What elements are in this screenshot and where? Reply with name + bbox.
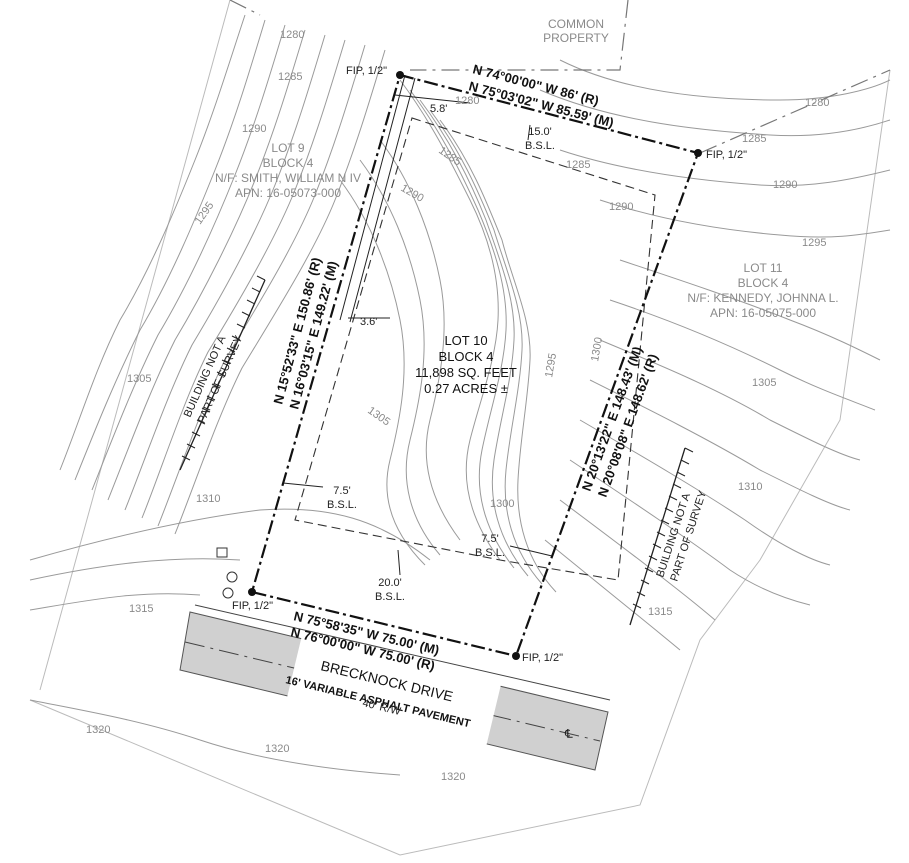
lot9-name: LOT 9 bbox=[271, 141, 304, 155]
contour-label-1285-d: 1285 bbox=[742, 133, 766, 145]
contour-label-1295-c: 1295 bbox=[802, 237, 826, 249]
setback-north-label: B.S.L. bbox=[525, 140, 555, 152]
telephone-pole-icon bbox=[222, 587, 234, 599]
contour-label-1320-a: 1320 bbox=[86, 724, 110, 736]
contour-label-1290-c: 1290 bbox=[609, 201, 633, 213]
neighbor-line-east bbox=[699, 69, 891, 154]
building-west bbox=[179, 275, 266, 471]
contour-label-1315-b: 1315 bbox=[648, 606, 672, 618]
lot10-area-acres: 0.27 ACRES ± bbox=[424, 381, 508, 396]
lot11-block: BLOCK 4 bbox=[738, 276, 789, 290]
contour-label-1280-c: 1280 bbox=[455, 95, 479, 107]
neighbor-line-common bbox=[410, 0, 629, 71]
lot9-block: BLOCK 4 bbox=[263, 156, 314, 170]
contour-label-1290-b: 1290 bbox=[399, 182, 426, 205]
neighbor-line-top bbox=[229, 0, 261, 16]
setback-west-label: B.S.L. bbox=[327, 499, 357, 511]
contours-east bbox=[539, 59, 891, 651]
centerline-icon: ℄ bbox=[564, 727, 573, 741]
pin-sw-label: FIP, 1/2" bbox=[232, 600, 273, 612]
contour-label-1285-a: 1285 bbox=[278, 71, 302, 83]
building-east bbox=[629, 447, 694, 626]
contour-label-1280-b: 1280 bbox=[805, 97, 829, 109]
contour-label-1305-b: 1305 bbox=[365, 405, 392, 429]
lot-boundary bbox=[250, 73, 700, 658]
contours-west bbox=[29, 14, 431, 776]
lot10-name: LOT 10 bbox=[444, 333, 487, 348]
contour-label-1320-c: 1320 bbox=[441, 771, 465, 783]
contour-label-1310-a: 1310 bbox=[196, 493, 220, 505]
lot11-name: LOT 11 bbox=[744, 261, 783, 275]
contour-label-1285-c: 1285 bbox=[566, 159, 590, 171]
pin-nw-label: FIP, 1/2" bbox=[346, 65, 387, 77]
contour-label-1310-b: 1310 bbox=[738, 481, 762, 493]
offset-mid-label: 3.6' bbox=[360, 316, 377, 328]
lot9-owner: N/F: SMITH, WILLIAM N IV bbox=[215, 171, 361, 185]
pin-se-label: FIP, 1/2" bbox=[522, 652, 563, 664]
contours-central bbox=[339, 79, 557, 593]
contour-label-1280-a: 1280 bbox=[280, 29, 304, 41]
offset-top-label: 5.8' bbox=[430, 103, 447, 115]
setback-south-value: 20.0' bbox=[378, 577, 402, 589]
setback-dim-lines bbox=[282, 124, 553, 576]
gas-valve-icon bbox=[226, 571, 238, 583]
contour-label-1290-d: 1290 bbox=[773, 179, 797, 191]
lot11-owner: N/F: KENNEDY, JOHNNA L. bbox=[687, 291, 838, 305]
pin-ne-label: FIP, 1/2" bbox=[706, 149, 747, 161]
setback-west-value: 7.5' bbox=[333, 485, 350, 497]
contour-label-1295-a: 1295 bbox=[193, 200, 217, 227]
contour-label-1290-a: 1290 bbox=[242, 123, 266, 135]
common-property-line1: COMMON bbox=[548, 17, 604, 31]
contour-label-1300-b: 1300 bbox=[490, 498, 514, 510]
pin-ne bbox=[694, 149, 702, 157]
pin-nw bbox=[396, 71, 404, 79]
utility-box-icon bbox=[216, 547, 228, 558]
setback-east-label: B.S.L. bbox=[475, 547, 505, 559]
lot9-apn: APN: 16-05073-000 bbox=[235, 186, 341, 200]
contour-label-1305-a: 1305 bbox=[127, 373, 151, 385]
road-rw-line bbox=[194, 604, 611, 701]
building-setback-line bbox=[294, 117, 656, 581]
contour-label-1320-b: 1320 bbox=[265, 743, 289, 755]
common-property-line2: PROPERTY bbox=[543, 31, 609, 45]
road-label-box bbox=[287, 633, 502, 746]
survey-extent bbox=[29, 0, 891, 856]
contour-label-1305-c: 1305 bbox=[752, 377, 776, 389]
lot11-apn: APN: 16-05075-000 bbox=[710, 306, 816, 320]
lot10-area-sqft: 11,898 SQ. FEET bbox=[415, 365, 517, 380]
contour-label-1315-a: 1315 bbox=[129, 603, 153, 615]
setback-south-label: B.S.L. bbox=[375, 591, 405, 603]
setback-north-value: 15.0' bbox=[528, 126, 552, 138]
contour-label-1295-b: 1295 bbox=[543, 352, 559, 378]
pin-se bbox=[512, 652, 520, 660]
offset-lines bbox=[339, 74, 471, 323]
contour-label-1300-a: 1300 bbox=[589, 336, 605, 362]
pin-sw bbox=[248, 588, 256, 596]
lot10-block: BLOCK 4 bbox=[439, 349, 494, 364]
setback-east-value: 7.5' bbox=[481, 533, 498, 545]
